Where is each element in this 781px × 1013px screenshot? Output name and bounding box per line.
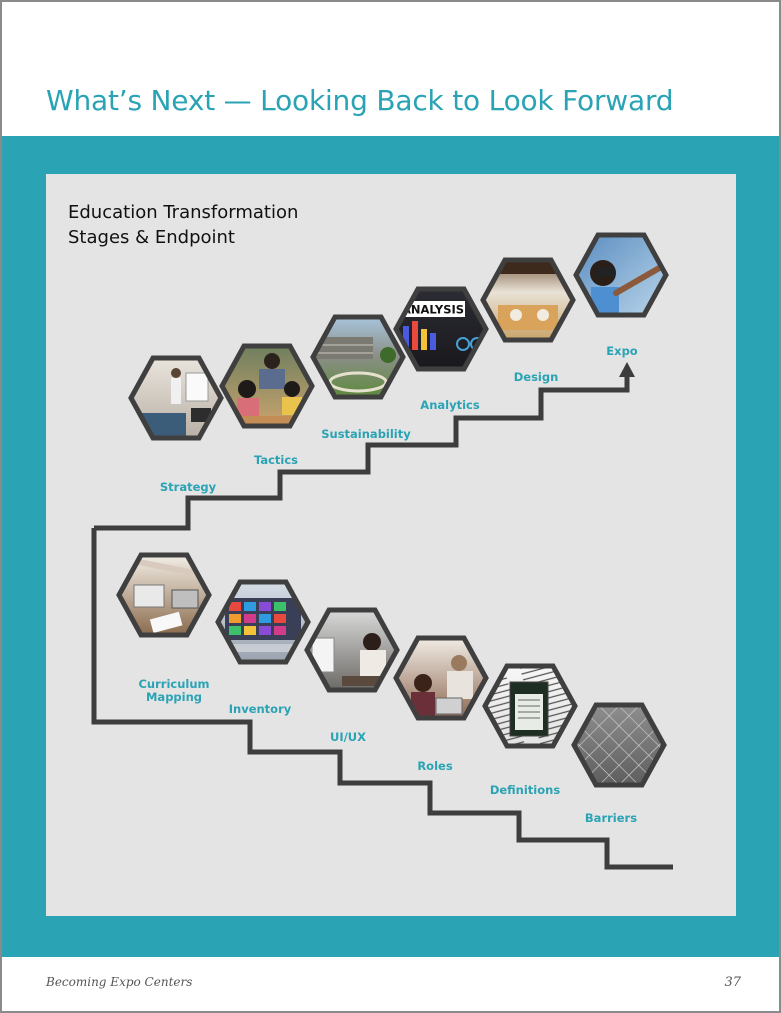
stage-tactics — [219, 343, 315, 429]
stage-sustainability — [310, 314, 406, 400]
analysis-banner-text: ANALYSIS — [402, 303, 464, 317]
stage-design — [480, 257, 576, 343]
footer-page-number: 37 — [724, 975, 741, 990]
stage-curriculum-mapping — [116, 552, 212, 638]
footer-publication-title: Becoming Expo Centers — [46, 975, 193, 989]
stage-label-barriers: Barriers — [585, 811, 637, 825]
stage-roles — [393, 635, 489, 721]
stage-analytics: ANALYSIS — [393, 286, 489, 372]
stage-label-curriculum-line2: Mapping — [146, 690, 202, 704]
expo-arrowhead — [619, 362, 635, 377]
upper-staircase — [94, 362, 635, 531]
stage-label-sustainability: Sustainability — [321, 427, 411, 441]
stage-label-inventory: Inventory — [229, 702, 292, 716]
stage-inventory — [215, 579, 311, 665]
stage-strategy — [128, 355, 224, 441]
stage-expo — [573, 232, 669, 318]
stage-label-definitions: Definitions — [490, 783, 561, 797]
diagram-heading: Education Transformation Stages & Endpoi… — [68, 200, 368, 250]
stage-label-ui-ux: UI/UX — [330, 730, 366, 744]
stage-label-tactics: Tactics — [254, 453, 298, 467]
stage-label-expo: Expo — [606, 344, 638, 358]
stage-ui-ux — [304, 607, 400, 693]
page-title: What’s Next — Looking Back to Look Forwa… — [46, 84, 674, 117]
stage-barriers — [571, 702, 667, 788]
stage-label-design: Design — [514, 370, 559, 384]
stage-label-curriculum-line1: Curriculum — [138, 677, 209, 691]
stage-definitions — [482, 663, 578, 749]
lower-staircase — [91, 528, 673, 870]
analysis-banner-bg — [401, 301, 465, 317]
diagram-heading-line1: Education Transformation — [68, 202, 299, 223]
stage-label-roles: Roles — [417, 759, 452, 773]
diagram-heading-line2: Stages & Endpoint — [68, 227, 235, 248]
stage-label-strategy: Strategy — [160, 480, 217, 494]
stage-label-analytics: Analytics — [420, 398, 480, 412]
